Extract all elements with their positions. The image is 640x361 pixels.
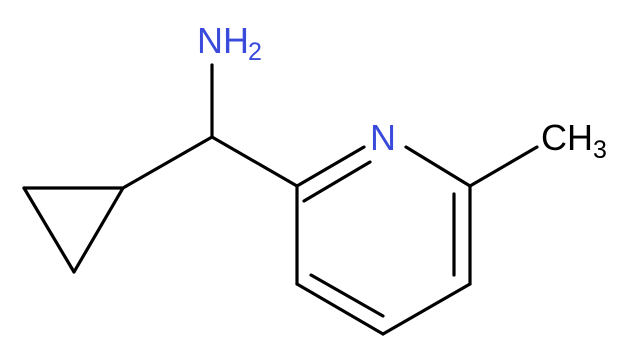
ring-bond-c5-c4 — [381, 282, 472, 336]
methyl-ch: CH — [541, 117, 593, 158]
pyridine-ring — [295, 145, 472, 336]
ring-bond-n-c6 — [404, 145, 472, 188]
cyclopropyl-bond-right — [72, 186, 125, 274]
amine-n-h: NH — [197, 20, 249, 61]
cyclopropyl-ring — [22, 186, 125, 274]
bond-ch-pyridine — [210, 135, 299, 188]
bond-ch-cyclopropyl — [121, 135, 214, 190]
amine-subscript: 2 — [248, 38, 262, 66]
cyclopropyl-bond-left — [22, 186, 76, 274]
ring-bond-c4-c3 — [295, 282, 385, 336]
bond-c6-methyl — [468, 145, 539, 188]
pyridine-n-label: N — [370, 117, 396, 158]
methyl-label: CH 3 — [541, 117, 607, 164]
methyl-subscript: 3 — [593, 136, 607, 164]
ring-bond-c4-c3-inner — [309, 273, 385, 318]
ring-bond-c2-n-outer — [295, 145, 366, 188]
ring-bond-c2-n-inner — [302, 160, 372, 203]
amine-label: NH 2 — [197, 20, 262, 66]
